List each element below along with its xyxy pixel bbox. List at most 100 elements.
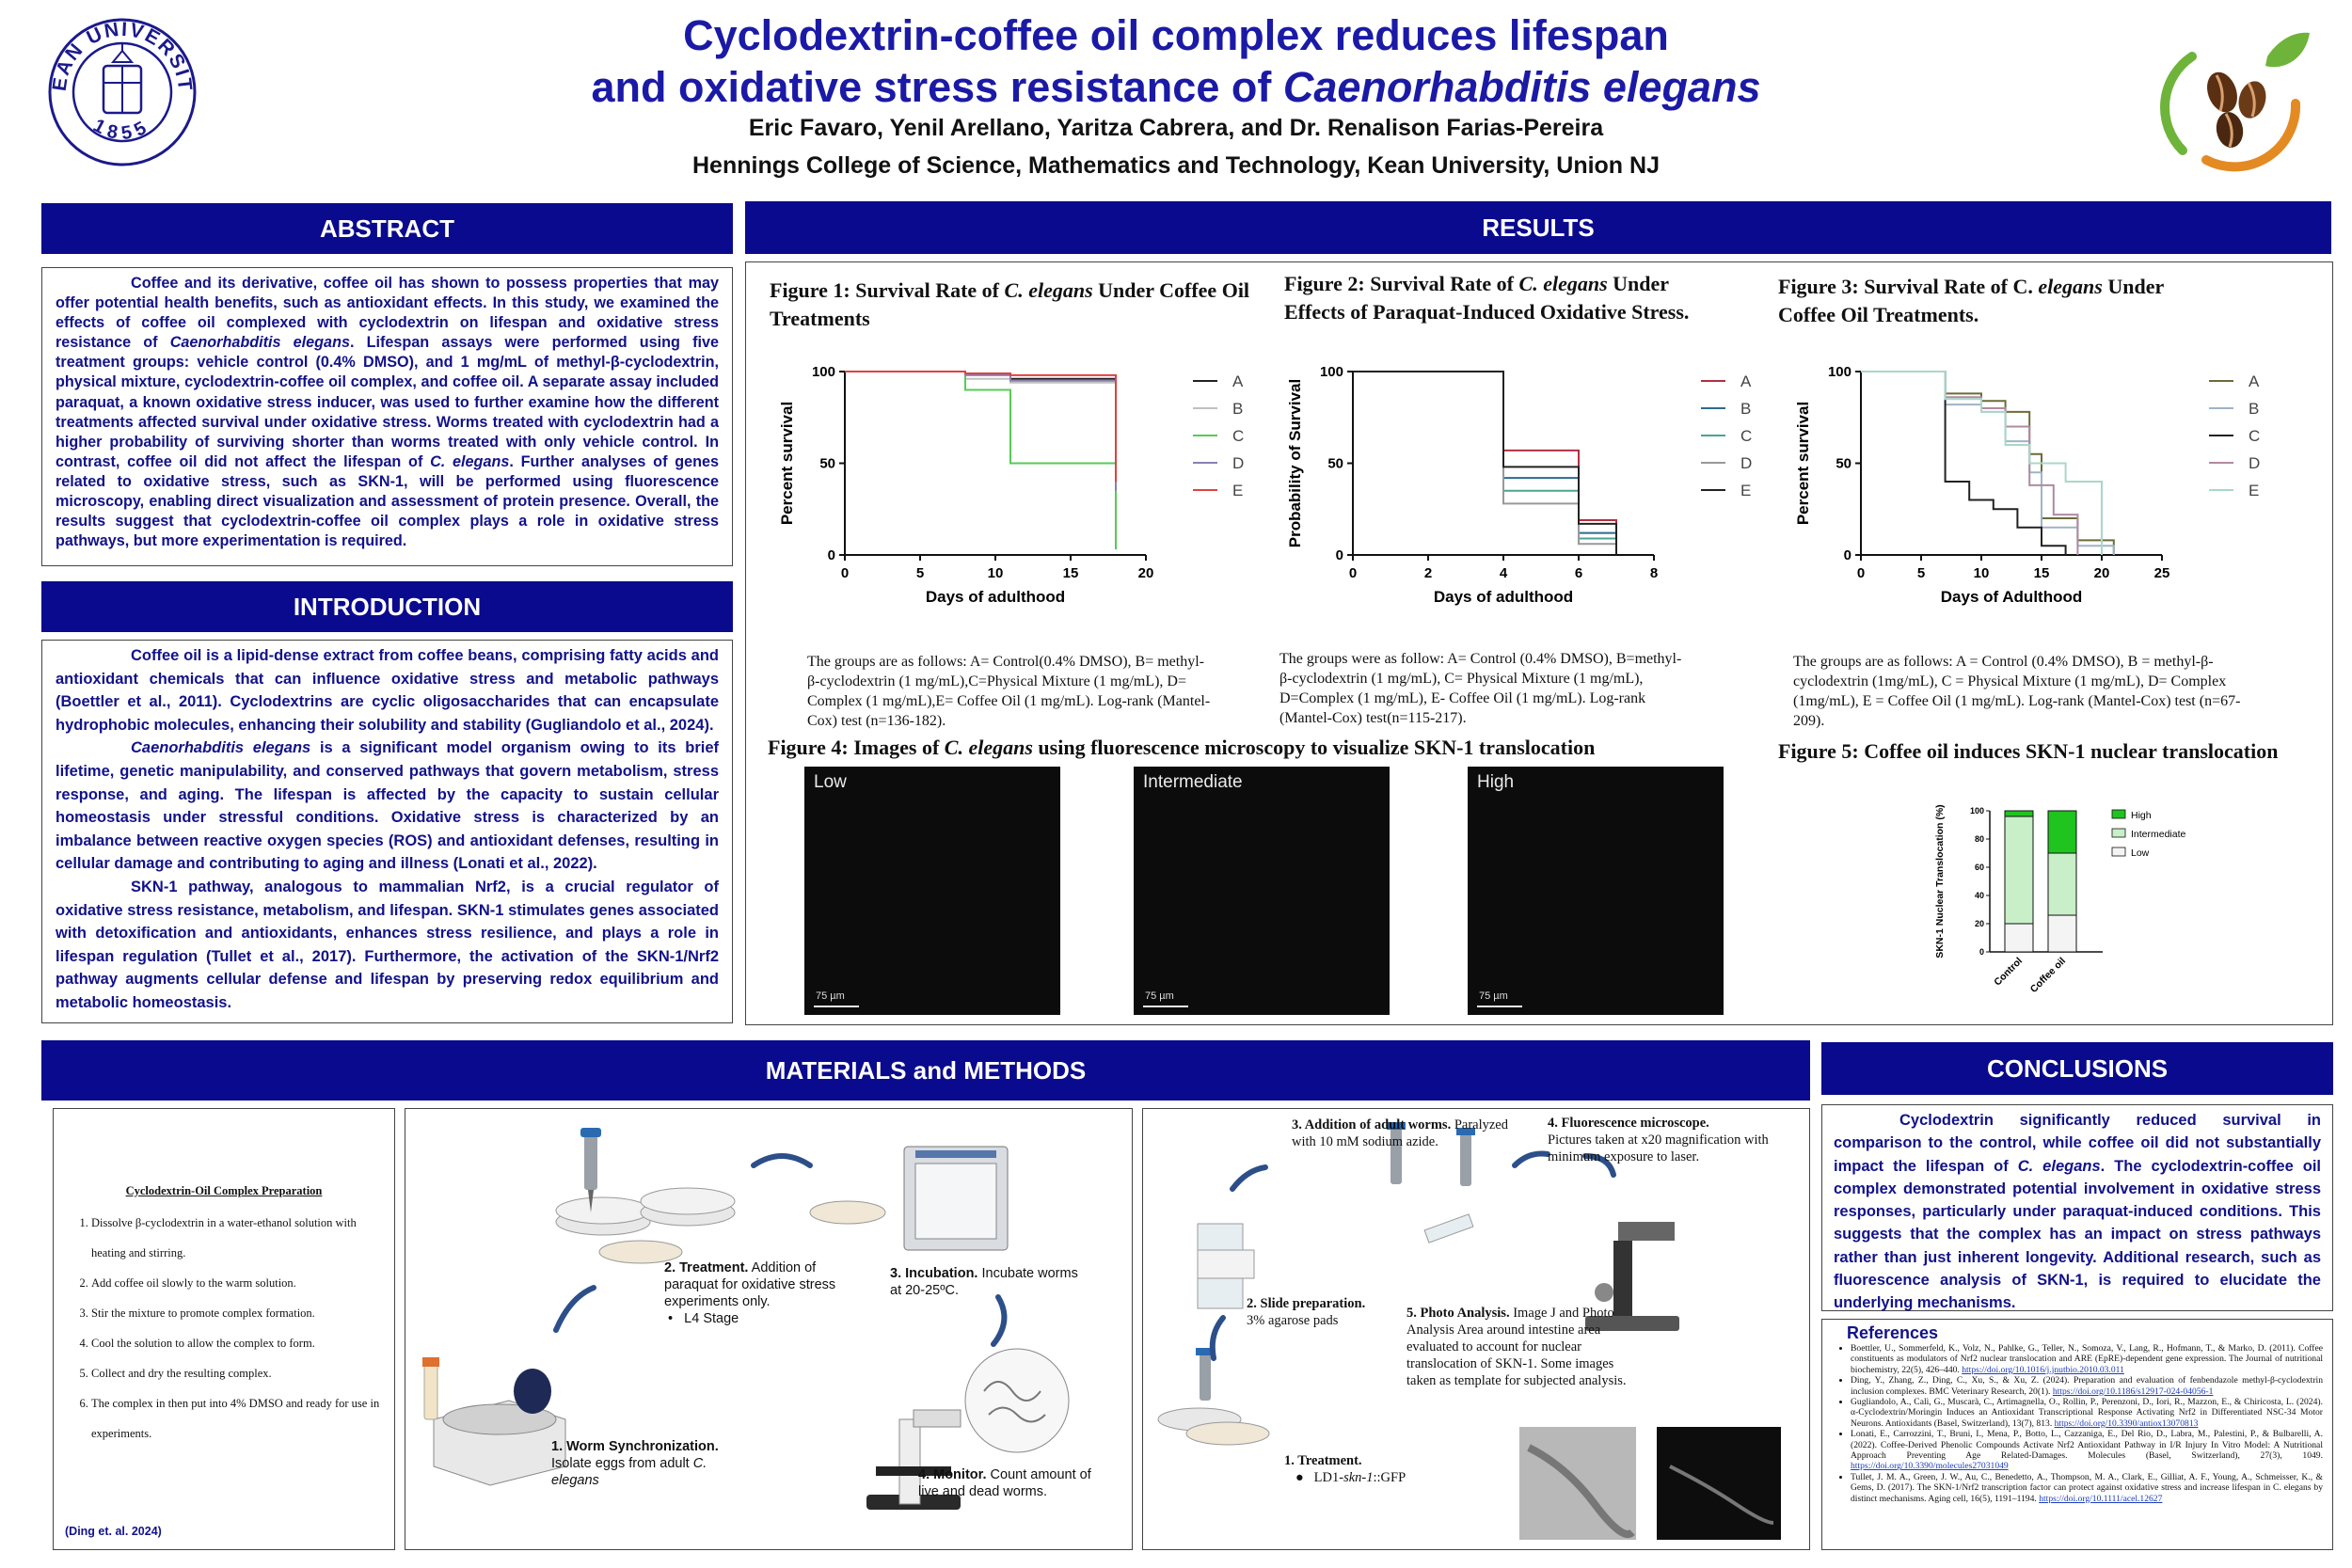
- abstract-text: Coffee and its derivative, coffee oil ha…: [56, 275, 719, 550]
- step-2-bullet: • L4 Stage: [668, 1311, 739, 1326]
- fig2-title-b: Under Effects of Paraquat-Induced Oxidat…: [1284, 272, 1690, 324]
- conclusions-text-b: . The cyclodextrin-coffee oil complex de…: [1834, 1157, 2321, 1312]
- conclusions-text-i: C. elegans: [2017, 1157, 2101, 1175]
- conclusions-heading: CONCLUSIONS: [1821, 1042, 2333, 1095]
- pipette-icon: [580, 1128, 601, 1212]
- flow-arrows: [1209, 1150, 1616, 1361]
- bar-segment-high: [2047, 810, 2077, 854]
- flow-arrow-3-icon: [1512, 1150, 1550, 1168]
- y-tick-label: 100: [1828, 364, 1851, 380]
- x-tick-label: 4: [1500, 565, 1508, 581]
- x-tick-label: 6: [1575, 565, 1582, 581]
- fig4-title: Figure 4: Images of C. elegans using flu…: [768, 734, 1671, 762]
- references-heading: References: [1847, 1323, 1939, 1342]
- centrifuge-icon: [422, 1357, 566, 1486]
- slide-icon: [1197, 1223, 1255, 1309]
- abstract-heading: ABSTRACT: [41, 203, 733, 254]
- y-tick-label: 100: [1970, 806, 1984, 816]
- series-line-A: [1353, 371, 1617, 555]
- authors: Eric Favaro, Yenil Arellano, Yaritza Cab…: [748, 115, 1604, 141]
- y-tick-label: 0: [1336, 547, 1343, 563]
- reference-link[interactable]: https://doi.org/10.1016/j.jnutbio.2010.0…: [1962, 1364, 2124, 1375]
- incubator-icon: [903, 1146, 1009, 1251]
- reference-item: Tullet, J. M. A., Green, J. W., Au, C., …: [1851, 1472, 2323, 1504]
- fluor-step-1: 1. Treatment. ● LD1-skn-1::GFP: [1284, 1452, 1472, 1486]
- step-3-bold: 3. Incubation.: [890, 1266, 978, 1281]
- fluor-step-3-bold: 3. Addition of adult worms.: [1292, 1117, 1452, 1132]
- reference-link[interactable]: https://doi.org/10.1186/s12917-024-04056…: [2052, 1386, 2214, 1397]
- arrow-1-icon: [553, 1285, 596, 1333]
- fluor-step-2-desc: 3% agarose pads: [1247, 1313, 1339, 1328]
- fig5-title: Figure 5: Coffee oil induces SKN-1 nucle…: [1778, 739, 2279, 763]
- fig1-title: Figure 1: Survival Rate of C. elegans Un…: [770, 277, 1259, 333]
- kean-logo: KEAN UNIVERSITY 1855: [39, 0, 198, 167]
- fig4-title-b: using fluorescence microscopy to visuali…: [1032, 736, 1596, 759]
- x-tick-label: 0: [1349, 565, 1357, 581]
- y-tick-label: 0: [1844, 547, 1851, 563]
- reference-link[interactable]: https://doi.org/10.3390/molecules2703104…: [1851, 1461, 2009, 1472]
- prep-box: Cyclodextrin-Oil Complex Preparation Dis…: [53, 1108, 395, 1550]
- reference-item: Lonati, E., Carrozzini, T., Bruni, I., M…: [1851, 1429, 2323, 1472]
- legend-swatch-high: [2111, 809, 2126, 819]
- x-tick-label: 15: [2034, 565, 2050, 581]
- step-4-desc: Count amount of live and dead worms.: [918, 1467, 1091, 1499]
- prep-citation: (Ding et. al. 2024): [65, 1525, 162, 1538]
- fig2-title: Figure 2: Survival Rate of C. elegans Un…: [1284, 270, 1717, 326]
- lifecycle-box: 1. Worm Synchronization. Isolate eggs fr…: [405, 1108, 1133, 1550]
- fig1-title-a: Figure 1: Survival Rate of: [770, 278, 1005, 302]
- fluor-step-5-bold: 5. Photo Analysis.: [1406, 1306, 1510, 1321]
- x-axis-label: Days of Adulthood: [1941, 588, 2082, 606]
- results-heading: RESULTS: [745, 201, 2331, 254]
- legend-label-intermediate: Intermediate: [2131, 829, 2186, 840]
- fig4-title-i: C. elegans: [944, 736, 1033, 759]
- step-3-text: 3. Incubation. Incubate worms at 20-25ºC…: [890, 1265, 1078, 1299]
- prep-step: Add coffee oil slowly to the warm soluti…: [91, 1268, 383, 1298]
- series-line-B: [845, 371, 1117, 504]
- reference-link[interactable]: https://doi.org/10.3390/antiox13070813: [2054, 1418, 2199, 1429]
- series-line-A: [845, 371, 1117, 485]
- y-tick-label: 50: [1836, 456, 1851, 472]
- prep-step: Cool the solution to allow the complex t…: [91, 1328, 383, 1358]
- prep-step: Stir the mixture to promote complex form…: [91, 1298, 383, 1328]
- y-tick-label: 0: [828, 547, 835, 563]
- introduction-heading: INTRODUCTION: [41, 581, 733, 632]
- reference-item: Ding, Y., Zhang, Z., Ding, C., Xu, S., &…: [1851, 1375, 2323, 1397]
- references-box: References Boettler, U., Sommerfeld, K.,…: [1821, 1319, 2333, 1550]
- arrow-2-icon: [751, 1153, 813, 1168]
- legend-label-C: C: [1232, 427, 1244, 445]
- conclusions-text-a: Cyclodextrin significantly reduced survi…: [1834, 1112, 2321, 1175]
- x-axis-label: Days of adulthood: [926, 588, 1065, 606]
- micrograph-label: Low: [814, 772, 847, 792]
- kean-logo-text-bottom: 1855: [89, 115, 154, 144]
- intro-paragraph-1: Coffee oil is a lipid-dense extract from…: [56, 647, 719, 734]
- x-tick-label: 10: [988, 565, 1004, 581]
- fig3-title-a: Figure 3: Survival Rate of C.: [1778, 275, 2039, 298]
- fluor-step-2: 2. Slide preparation.3% agarose pads: [1247, 1295, 1406, 1329]
- legend-label-high: High: [2131, 810, 2152, 821]
- lifecycle-graphics: [422, 1128, 1070, 1510]
- micrograph-label: Intermediate: [1143, 772, 1243, 792]
- fluor-step-3-desc: Paralyzed with 10 mM sodium azide.: [1292, 1117, 1508, 1149]
- introduction-box: Coffee oil is a lipid-dense extract from…: [41, 640, 733, 1023]
- y-tick-label: 50: [819, 456, 835, 472]
- legend-label-B: B: [1740, 400, 1751, 418]
- legend-label-A: A: [2249, 372, 2260, 390]
- fig1-caption: The groups are as follows: A= Control(0.…: [807, 654, 1211, 729]
- fluor-step-4-bold: 4. Fluorescence microscope.: [1548, 1116, 1709, 1131]
- fluor-step-3: 3. Addition of adult worms. Paralyzed wi…: [1292, 1117, 1518, 1150]
- y-tick-label: 50: [1327, 456, 1343, 472]
- y-tick-label: 60: [1975, 863, 1984, 872]
- affiliation: Hennings College of Science, Mathematics…: [692, 152, 1660, 179]
- pipettes-icon: [1387, 1122, 1475, 1243]
- prep-steps: Dissolve β-cyclodextrin in a water-ethan…: [65, 1208, 383, 1449]
- legend-label-D: D: [1740, 454, 1752, 472]
- x-tick-label: 0: [841, 565, 849, 581]
- series-line-E: [845, 371, 1117, 482]
- references-list: Boettler, U., Sommerfeld, K., Volz, N., …: [1832, 1343, 2323, 1504]
- reference-link[interactable]: https://doi.org/10.1111/acel.12627: [2039, 1493, 2163, 1504]
- x-axis-label: Days of adulthood: [1434, 588, 1573, 606]
